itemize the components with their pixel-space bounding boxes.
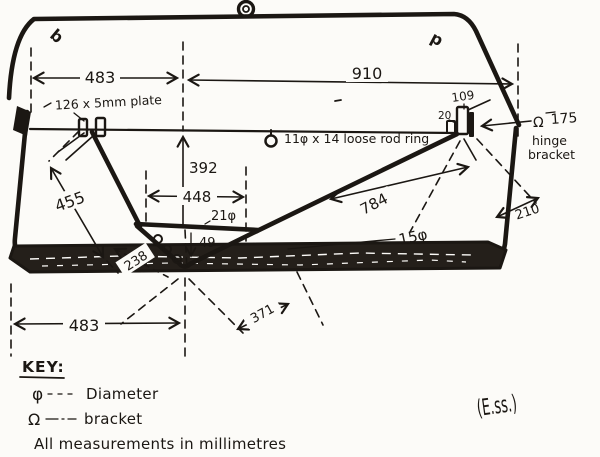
key-bracket-symbol: Ω	[28, 410, 40, 429]
measurements-note: All measurements in millimetres	[34, 435, 286, 453]
dim-label-448: 448	[183, 188, 212, 206]
hinge-rod	[28, 127, 459, 135]
dimension-labels: 483 910 392 448 455 238 21φ 49 784 15φ 2…	[47, 63, 578, 335]
funnel-hole	[172, 254, 182, 264]
leader-plate	[73, 112, 85, 122]
dim-label-483-bottom: 483	[69, 316, 100, 335]
dim-label-910: 910	[352, 64, 383, 83]
diag-line	[48, 130, 80, 162]
plate-strap-line	[57, 132, 85, 153]
leader-21dia	[204, 220, 211, 225]
label-plate: 126 x 5mm plate	[54, 92, 162, 113]
dim-label-21dia: 21φ	[211, 209, 236, 224]
dim-210	[495, 196, 540, 219]
funnel-hole	[153, 234, 163, 244]
label-bracket: bracket	[528, 147, 575, 162]
diag-line	[188, 278, 244, 334]
key-underline	[19, 376, 65, 379]
bracket-leader	[463, 138, 477, 161]
leader-15dia	[287, 238, 396, 250]
funnel-mouth-rod	[133, 221, 261, 233]
leader-plate-dash	[43, 102, 52, 108]
key-diameter-symbol: φ	[32, 385, 43, 405]
lid-outline	[6, 11, 522, 128]
diag-line	[476, 138, 537, 204]
loose-rod-ring-icon	[264, 129, 278, 148]
bracket-leader	[467, 99, 491, 111]
dim-455	[49, 166, 105, 259]
dim-label-109: 109	[451, 88, 476, 105]
bottom-band-texture	[29, 252, 473, 260]
key-diameter-label: Diameter	[86, 385, 159, 403]
signature: (E.ss.)	[475, 391, 518, 422]
leader-20	[448, 119, 457, 124]
plate-strap-line	[65, 135, 94, 161]
left-plate-brackets	[57, 116, 107, 161]
funnel-hole	[162, 244, 172, 254]
diag-line	[296, 271, 324, 326]
dim-175-arrow	[479, 118, 532, 132]
construction-lines	[10, 41, 537, 359]
label-hinge: hinge	[532, 133, 567, 148]
dim-label-20: 20	[438, 110, 451, 122]
diag-line	[409, 140, 461, 233]
dim-label-210: 210	[513, 201, 541, 223]
label-rod-ring: 11φ x 14 loose rod ring	[284, 131, 429, 146]
key-heading: KEY:	[22, 358, 65, 376]
stray-mark	[334, 99, 342, 102]
key-block: KEY: φ Diameter Ω bracket All measuremen…	[19, 358, 286, 453]
left-hinge-junction-hatch	[13, 106, 31, 136]
dim-label-392: 392	[189, 159, 218, 177]
lid-top-ring-icon	[236, 0, 256, 19]
left-chute-rod	[89, 129, 143, 229]
diag-line	[106, 260, 119, 274]
dim-label-15dia: 15φ	[397, 225, 429, 249]
hinge-bracket-symbol: Ω	[533, 115, 544, 131]
bottom-band-texture	[41, 259, 467, 267]
dim-784	[328, 162, 471, 204]
key-bracket-label: bracket	[84, 410, 143, 428]
overline-175	[545, 111, 556, 114]
diag-line	[120, 278, 179, 325]
dim-label-483-top: 483	[85, 68, 116, 87]
dim-label-175: 175	[550, 110, 578, 128]
signature-text: (E.ss.)	[475, 391, 518, 422]
dim-label-49: 49	[199, 236, 216, 251]
